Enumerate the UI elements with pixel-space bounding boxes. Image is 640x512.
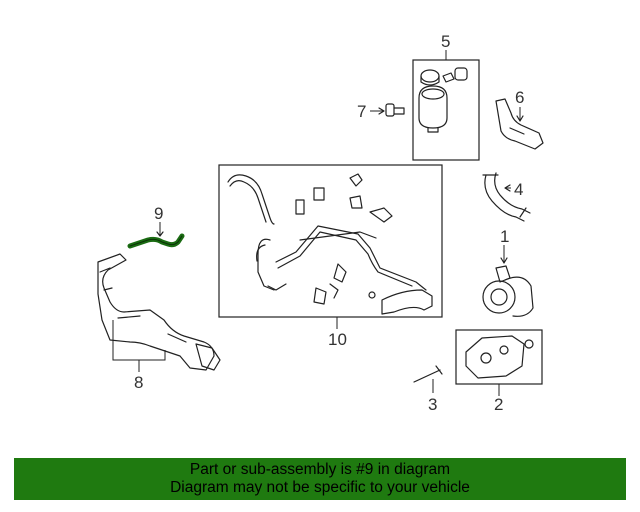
part-7-bolt[interactable] (370, 103, 405, 117)
banner-line-1: Part or sub-assembly is #9 in diagram (189, 461, 451, 478)
part-5-reservoir-group[interactable] (412, 50, 480, 161)
callout-5: 5 (441, 32, 451, 51)
part-10-line-assembly[interactable] (218, 164, 443, 329)
part-2-pump-bracket[interactable] (455, 329, 543, 396)
part-1-pump[interactable] (482, 245, 534, 317)
callout-4: 4 (514, 180, 524, 199)
callout-10: 10 (328, 330, 347, 349)
banner-line-2: Diagram may not be specific to your vehi… (170, 479, 470, 496)
part-8-pressure-line[interactable] (97, 253, 221, 372)
callout-9: 9 (154, 204, 164, 223)
part-3-bolt[interactable] (413, 365, 443, 393)
callout-8: 8 (134, 373, 144, 392)
callout-6: 6 (515, 88, 525, 107)
callout-1: 1 (500, 227, 510, 246)
info-banner: Part or sub-assembly is #9 in diagram Di… (14, 458, 626, 500)
part-9-return-hose[interactable] (127, 222, 185, 249)
callout-2: 2 (494, 395, 504, 414)
part-4-hose[interactable] (482, 172, 531, 222)
callout-7: 7 (357, 102, 367, 121)
callout-3: 3 (428, 395, 438, 414)
part-6-bracket[interactable] (495, 98, 544, 150)
